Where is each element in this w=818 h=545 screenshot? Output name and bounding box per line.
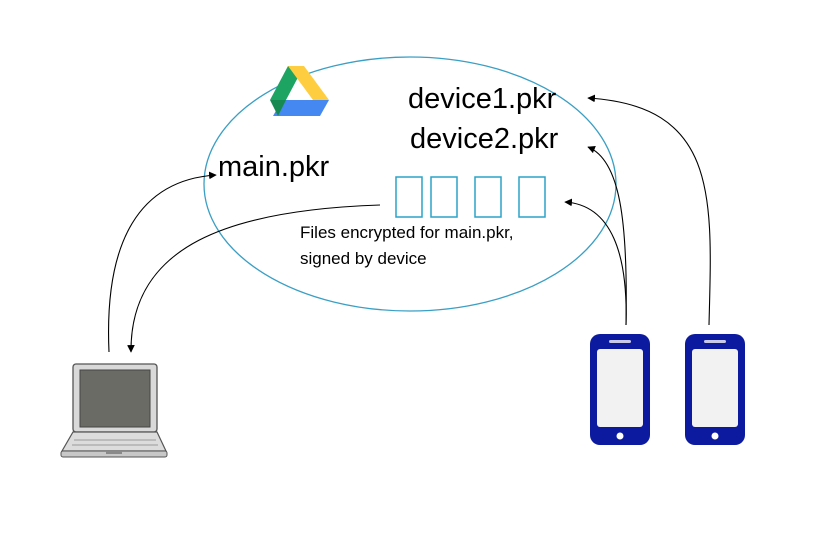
note-line-1: Files encrypted for main.pkr, bbox=[300, 223, 514, 242]
laptop-icon bbox=[60, 363, 168, 458]
smartphone-icon bbox=[590, 334, 650, 445]
file-icon bbox=[430, 176, 458, 218]
google-drive-icon bbox=[270, 66, 329, 116]
arrow-files-to-laptop bbox=[127, 204, 381, 353]
file-icon bbox=[518, 176, 546, 218]
note-line-2: signed by device bbox=[300, 249, 427, 268]
encrypted-files bbox=[395, 176, 546, 218]
arrow-phone2-to-device1 bbox=[587, 94, 711, 326]
arrow-phone1-to-files bbox=[564, 198, 627, 326]
smartphone-icon bbox=[685, 334, 745, 445]
main-file-label: main.pkr bbox=[218, 151, 330, 183]
arrow-laptop-to-main bbox=[107, 171, 217, 353]
file-icon bbox=[474, 176, 502, 218]
arrow-phone1-to-device2 bbox=[587, 146, 627, 326]
cloud-storage-ellipse bbox=[203, 56, 617, 312]
device2-file-label: device2.pkr bbox=[410, 123, 559, 155]
file-icon bbox=[395, 176, 423, 218]
device1-file-label: device1.pkr bbox=[408, 83, 557, 115]
